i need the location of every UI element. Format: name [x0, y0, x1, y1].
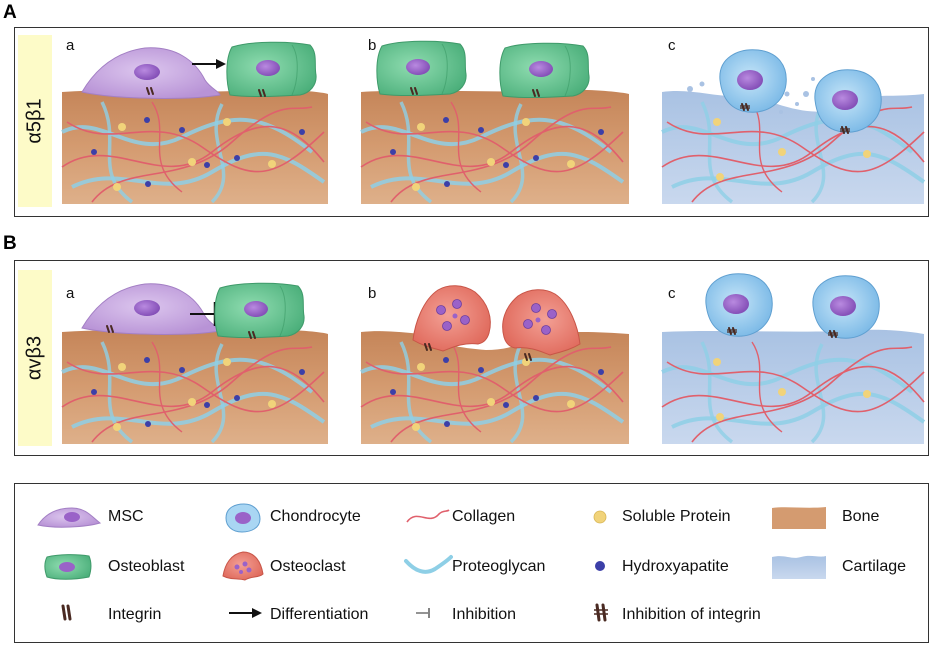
hydroxyapatite-legend-icon	[595, 561, 605, 571]
bone-matrix-b-b	[359, 331, 629, 444]
integrin-sidebar-a: α5β1	[18, 35, 52, 207]
legend	[14, 483, 929, 643]
chondrocyte-cell-b-c-2	[812, 275, 880, 339]
illustration	[60, 40, 926, 444]
osteoblast-cell-a-b-2	[499, 42, 590, 98]
legend-label-bone: Bone	[842, 508, 880, 525]
cartilage-legend-icon	[772, 555, 826, 579]
legend-label-inhibition-of-integrin: Inhibition of integrin	[622, 606, 761, 623]
inhibition-of-integrin-icon	[594, 603, 608, 622]
bone-matrix-b-a	[60, 329, 328, 444]
osteoclast-cell-b-b-1	[412, 285, 491, 352]
legend-label-osteoclast: Osteoclast	[270, 558, 346, 575]
legend-label-integrin: Integrin	[108, 606, 162, 623]
osteoclast-cell-b-b-2	[502, 289, 581, 356]
soluble-protein-legend-icon	[593, 510, 607, 524]
collagen-legend-icon	[406, 509, 450, 523]
section-letter-a: A	[3, 2, 17, 23]
osteoblast-cell-b-a	[214, 282, 305, 338]
osteoblast-cell-a-a	[226, 41, 317, 97]
legend-label-collagen: Collagen	[452, 508, 516, 525]
panel-label-b-b: b	[368, 285, 377, 302]
panel-label-b-c: c	[668, 285, 676, 302]
chondrocyte-cell-a-c-2	[814, 69, 882, 133]
osteoblast-cell-a-b-1	[376, 40, 467, 96]
bone-matrix-a-b	[359, 89, 629, 204]
chondrocyte-cell-a-c-1	[719, 49, 787, 113]
panel-label-a-a: a	[66, 37, 75, 54]
legend-label-osteoblast: Osteoblast	[108, 558, 185, 575]
cartilage-debris-a-c	[687, 77, 815, 114]
integrin-sidebar-b: αvβ3	[18, 270, 52, 446]
bone-matrix-a-a	[60, 89, 328, 204]
panel-label-b-a: a	[66, 285, 75, 302]
legend-label-chondrocyte: Chondrocyte	[270, 508, 361, 525]
cartilage-matrix-a-c	[660, 91, 926, 204]
legend-label-cartilage: Cartilage	[842, 558, 907, 575]
osteoclast-legend-icon	[222, 551, 264, 581]
integrin-legend-icon	[61, 604, 72, 621]
chondrocyte-cell-b-c-1	[705, 273, 773, 337]
differentiation-arrow-a	[192, 59, 226, 69]
cartilage-matrix-b-c	[660, 329, 926, 444]
proteoglycan-legend-icon	[404, 555, 453, 574]
panel-label-a-b: b	[368, 37, 377, 54]
differentiation-arrow-icon	[229, 608, 262, 618]
legend-label-soluble-protein: Soluble Protein	[622, 508, 731, 525]
chondrocyte-legend-icon	[225, 503, 261, 533]
inhibition-icon	[416, 608, 430, 618]
msc-legend-icon	[37, 507, 102, 528]
panel-label-a-c: c	[668, 37, 676, 54]
section-letter-b: B	[3, 233, 17, 254]
legend-label-msc: MSC	[108, 508, 144, 525]
legend-label-hydroxyapatite: Hydroxyapatite	[622, 558, 729, 575]
bone-legend-icon	[772, 507, 826, 529]
legend-label-proteoglycan: Proteoglycan	[452, 558, 546, 575]
legend-label-inhibition: Inhibition	[452, 606, 517, 623]
legend-label-differentiation: Differentiation	[270, 606, 369, 623]
osteoblast-legend-icon	[44, 554, 92, 580]
msc-cell-b-a	[81, 283, 221, 335]
